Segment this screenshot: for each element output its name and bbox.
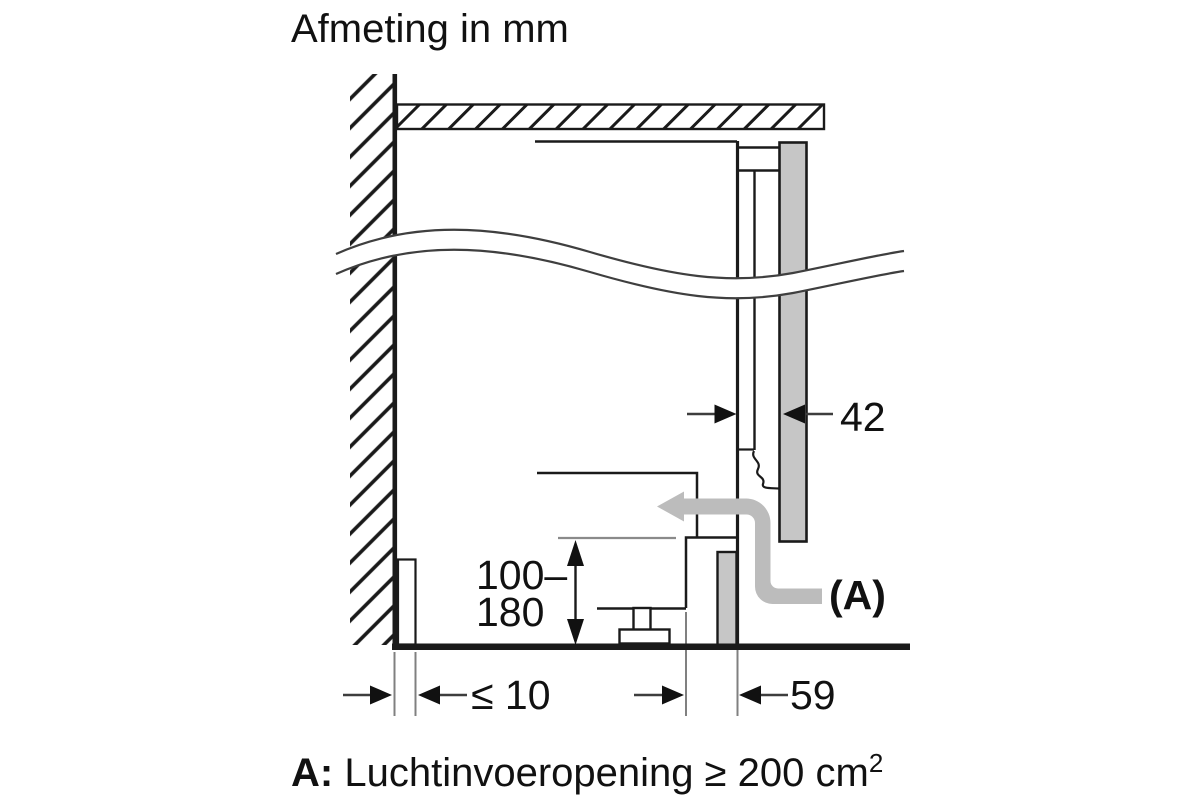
airflow-arrow <box>657 491 822 604</box>
dimension-100-180-line1: 100– <box>476 552 568 598</box>
wall-section <box>350 74 398 646</box>
air-inlet-footnote: A: Luchtinvoeropening ≥ 200 cm2 <box>291 750 883 795</box>
extension-lines <box>393 612 739 716</box>
break-wave <box>335 228 905 300</box>
dimension-100-180 <box>558 536 676 645</box>
leveling-foot <box>618 606 671 645</box>
torn-edge-curve <box>752 450 780 490</box>
dimension-59 <box>634 685 788 705</box>
footnote-prefix: A: <box>291 751 334 795</box>
dimension-wall-gap <box>343 685 467 705</box>
plinth-vent-panel <box>716 550 738 647</box>
footnote-text: Luchtinvoeropening ≥ 200 cm <box>344 751 869 795</box>
side-panel <box>396 558 417 646</box>
footnote-superscript: 2 <box>868 748 884 778</box>
dimension-42 <box>687 404 833 424</box>
dimension-59-label: 59 <box>790 672 836 718</box>
dimension-100-180-label: 100– 180 <box>476 552 568 635</box>
worktop-section <box>395 103 826 131</box>
floor-line <box>392 643 910 650</box>
diagram-title: Afmeting in mm <box>291 7 569 51</box>
appliance-outline <box>535 140 780 646</box>
furniture-door-panel <box>778 141 808 543</box>
air-inlet-label: (A) <box>829 572 886 618</box>
dimension-42-label: 42 <box>840 394 886 440</box>
dimension-wall-gap-label: ≤ 10 <box>471 672 551 718</box>
dimension-100-180-line2: 180 <box>476 589 545 635</box>
